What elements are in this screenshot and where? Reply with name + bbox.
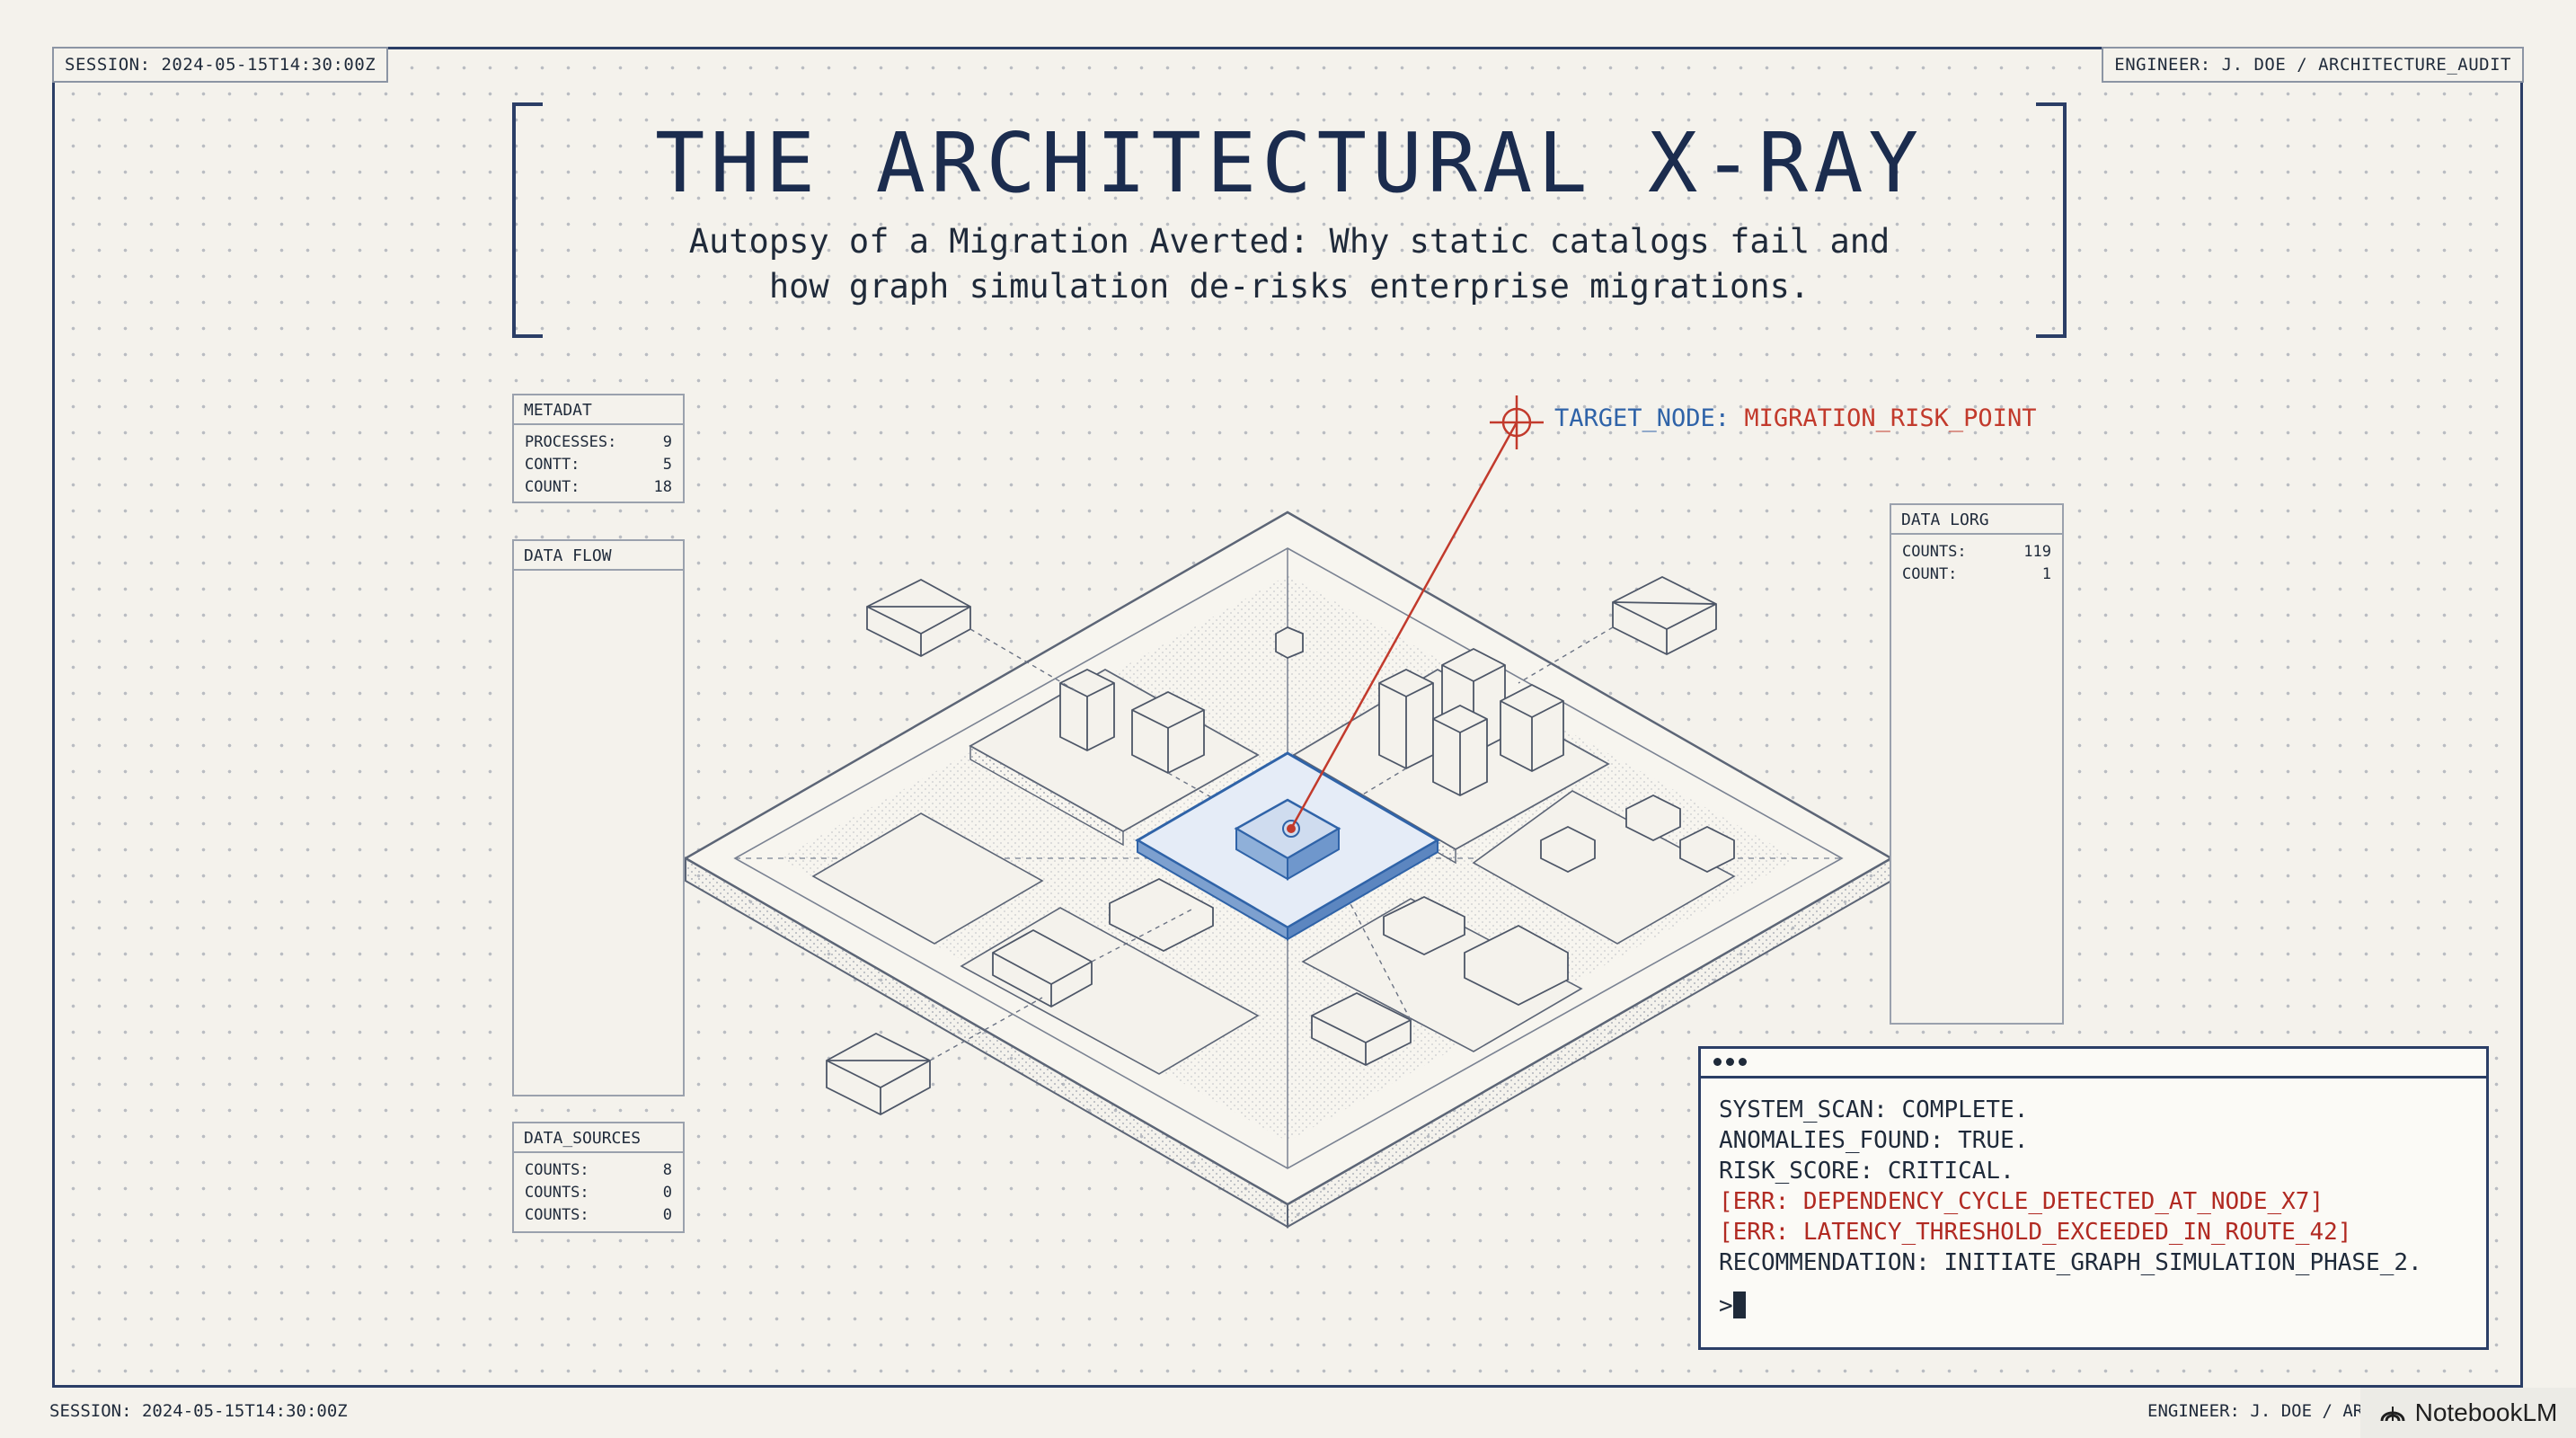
data-sources-panel: DATA_SOURCES COUNTS: 8 COUNTS: 0 COUNTS: 0: [512, 1122, 685, 1233]
target-node-value: MIGRATION_RISK_POINT: [1744, 404, 2037, 432]
notebooklm-logo-icon: [2380, 1407, 2405, 1422]
row-label: COUNT:: [1902, 565, 1958, 583]
terminal-window: SYSTEM_SCAN: COMPLETE. ANOMALIES_FOUND: …: [1698, 1046, 2489, 1350]
terminal-titlebar: [1701, 1049, 2486, 1078]
data-lorg-row: COUNTS: 119: [1902, 541, 2051, 564]
data-sources-row: COUNTS: 0: [525, 1182, 672, 1204]
row-value: 0: [662, 1206, 672, 1224]
row-label: PROCESSES:: [525, 433, 617, 451]
row-value: 119: [2023, 543, 2051, 561]
data-sources-title: DATA_SOURCES: [514, 1123, 683, 1153]
metadat-row: COUNT: 18: [525, 476, 672, 499]
terminal-line: ANOMALIES_FOUND: TRUE.: [1719, 1127, 2029, 1154]
session-tag: SESSION: 2024-05-15T14:30:00Z: [52, 47, 389, 83]
terminal-error-line: [ERR: LATENCY_THRESHOLD_EXCEEDED_IN_ROUT…: [1719, 1219, 2352, 1246]
right-bracket: [2036, 102, 2067, 338]
row-value: 18: [653, 478, 672, 496]
row-value: 8: [662, 1161, 672, 1179]
metadat-title: METADAT: [514, 395, 683, 425]
notebooklm-badge: NotebookLM: [2360, 1388, 2576, 1438]
row-label: COUNT:: [525, 478, 580, 496]
row-value: 5: [662, 456, 672, 474]
target-pointer: [1287, 395, 1544, 833]
footer-engineer: ENGINEER: J. DOE / AR: [2147, 1401, 2364, 1421]
terminal-error-line: [ERR: DEPENDENCY_CYCLE_DETECTED_AT_NODE_…: [1719, 1188, 2324, 1215]
data-flow-panel: DATA FLOW: [512, 539, 685, 1096]
row-label: COUNTS:: [525, 1206, 589, 1224]
terminal-line: SYSTEM_SCAN: COMPLETE.: [1719, 1096, 2029, 1123]
row-label: COUNTS:: [525, 1184, 589, 1202]
row-label: COUNTS:: [1902, 543, 1967, 561]
data-sources-row: COUNTS: 0: [525, 1204, 672, 1227]
title-block: THE ARCHITECTURAL X-RAY Autopsy of a Mig…: [512, 102, 2067, 338]
row-label: COUNTS:: [525, 1161, 589, 1179]
server-buildings: [992, 626, 1735, 1067]
page-title: THE ARCHITECTURAL X-RAY: [655, 115, 1924, 211]
core-risk-node: [1135, 751, 1440, 941]
engineer-tag: ENGINEER: J. DOE / ARCHITECTURE_AUDIT: [2102, 47, 2524, 83]
window-dot-icon: [1739, 1058, 1747, 1066]
target-node-key: TARGET_NODE:: [1554, 404, 1731, 432]
terminal-line: RISK_SCORE: CRITICAL.: [1719, 1158, 2014, 1185]
prompt-symbol: >: [1719, 1292, 1733, 1319]
notebooklm-brand: NotebookLM: [2414, 1398, 2558, 1426]
data-flow-title: DATA FLOW: [514, 541, 683, 571]
data-lorg-panel: DATA LORG COUNTS: 119 COUNT: 1: [1890, 503, 2064, 1025]
terminal-prompt[interactable]: >: [1719, 1291, 2468, 1321]
window-dot-icon: [1713, 1058, 1722, 1066]
row-value: 1: [2041, 565, 2051, 583]
subtitle-line-2: how graph simulation de-risks enterprise…: [768, 267, 1810, 306]
subtitle-line-1: Autopsy of a Migration Averted: Why stat…: [688, 222, 1890, 261]
target-node-label: TARGET_NODE: MIGRATION_RISK_POINT: [1554, 404, 2036, 432]
footer-session: SESSION: 2024-05-15T14:30:00Z: [49, 1401, 348, 1421]
row-value: 0: [662, 1184, 672, 1202]
metadat-row: CONTT: 5: [525, 454, 672, 476]
data-sources-row: COUNTS: 8: [525, 1159, 672, 1182]
terminal-line: RECOMMENDATION: INITIATE_GRAPH_SIMULATIO…: [1719, 1249, 2422, 1276]
left-bracket: [512, 102, 543, 338]
metadat-row: PROCESSES: 9: [525, 431, 672, 454]
page-subtitle: Autopsy of a Migration Averted: Why stat…: [620, 219, 1959, 309]
data-lorg-row: COUNT: 1: [1902, 564, 2051, 586]
cursor-icon: [1732, 1292, 1746, 1318]
window-dot-icon: [1726, 1058, 1734, 1066]
row-label: CONTT:: [525, 456, 580, 474]
metadat-panel: METADAT PROCESSES: 9 CONTT: 5 COUNT: 18: [512, 394, 685, 503]
row-value: 9: [662, 433, 672, 451]
data-lorg-title: DATA LORG: [1891, 505, 2062, 535]
